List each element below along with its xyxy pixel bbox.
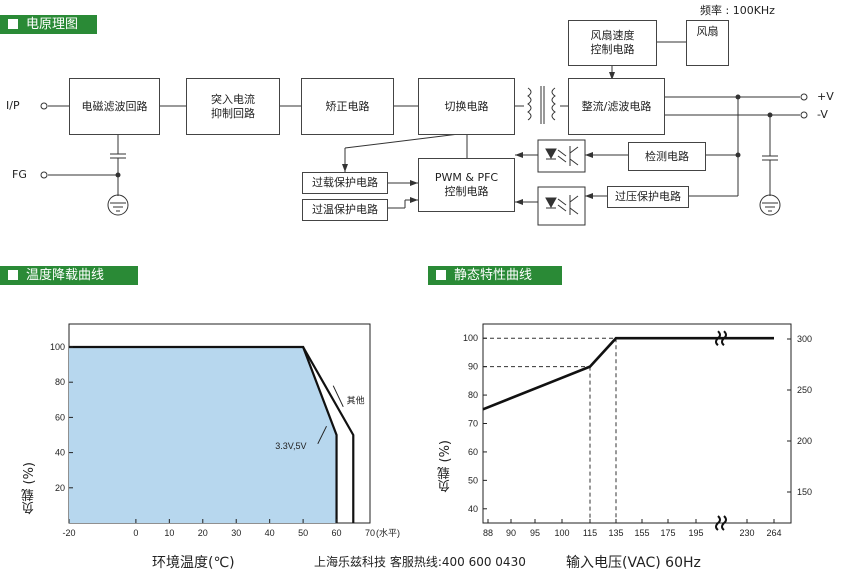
derating-xtick-label: 20 xyxy=(198,528,208,538)
static-xtick-label: 264 xyxy=(766,528,781,538)
static-ytick-left-label: 80 xyxy=(468,390,478,400)
static-xtick-label: 230 xyxy=(739,528,754,538)
static-xtick-label: 155 xyxy=(634,528,649,538)
axis-break-mark xyxy=(715,515,721,531)
derating-xtick-label: 10 xyxy=(164,528,174,538)
derating-ytick-label: 60 xyxy=(55,412,65,422)
overtemp-protect-block: 过温保护电路 xyxy=(302,199,388,221)
static-ytick-right-label: 300 xyxy=(797,334,812,344)
static-xlabel: 输入电压(VAC) 60Hz xyxy=(566,555,701,571)
derating-xtick-label: 30 xyxy=(231,528,241,538)
optocoupler-2 xyxy=(537,186,586,226)
static-ylabel: 负载 (%) xyxy=(438,440,453,493)
overvoltage-protect-block: 过压保护电路 xyxy=(607,186,689,208)
terminal-ip-label: I/P xyxy=(6,99,20,112)
terminal-fg-label: FG xyxy=(12,168,27,181)
derating-label-other: 其他 xyxy=(347,394,365,405)
pwm-pfc-block: PWM & PFC 控制电路 xyxy=(418,158,515,212)
fan-control-block: 风扇速度 控制电路 xyxy=(568,20,657,66)
static-xtick-label: 95 xyxy=(530,528,540,538)
static-ytick-left-label: 60 xyxy=(468,447,478,457)
output-rectifier-block: 整流/滤波电路 xyxy=(568,78,665,135)
derating-series-other xyxy=(302,346,355,523)
static-xtick-label: 115 xyxy=(583,528,597,538)
derating-xtick-label: 0 xyxy=(133,528,138,538)
derating-xtick-label: 60 xyxy=(332,528,342,538)
axis-break-mark xyxy=(721,330,727,347)
static-xtick-label: 100 xyxy=(554,528,569,538)
terminal-pv-label: +V xyxy=(817,90,834,103)
derating-series-3v3-5v xyxy=(69,345,338,523)
overload-protect-block: 过载保护电路 xyxy=(302,172,388,194)
static-ytick-left-label: 40 xyxy=(468,504,478,514)
rectifier-block: 矫正电路 xyxy=(301,78,394,135)
static-xtick-label: 88 xyxy=(483,528,493,538)
static-xtick-label: 195 xyxy=(688,528,703,538)
derating-xtick-label: 40 xyxy=(265,528,275,538)
derating-xtick-label: 50 xyxy=(298,528,308,538)
static-ytick-left-label: 70 xyxy=(468,419,478,429)
static-ytick-left-label: 90 xyxy=(468,362,478,372)
static-ytick-left-label: 50 xyxy=(468,475,478,485)
derating-ytick-label: 20 xyxy=(55,483,65,493)
derating-leader-2 xyxy=(332,385,344,408)
derating-xtick-label: 70 xyxy=(365,528,375,538)
axis-break-mark xyxy=(721,515,727,531)
derating-ytick-label: 40 xyxy=(55,448,65,458)
detect-block: 检测电路 xyxy=(628,142,706,171)
derating-xunit: (水平) xyxy=(376,527,400,538)
switch-block: 切换电路 xyxy=(418,78,515,135)
derating-label-3v3-5v: 3.3V,5V xyxy=(275,441,306,451)
static-ytick-right-label: 200 xyxy=(797,436,812,446)
derating-xtick-label: -20 xyxy=(62,528,75,538)
static-series-line xyxy=(482,336,774,411)
derating-ytick-label: 100 xyxy=(50,342,65,352)
optocoupler-1 xyxy=(537,139,586,173)
derating-ylabel: 负载 (%) xyxy=(22,462,37,515)
static-ytick-right-label: 150 xyxy=(797,487,812,497)
footer-contact: 上海乐兹科技 客服热线:400 600 0430 xyxy=(314,555,526,569)
derating-xlabel: 环境温度(℃) xyxy=(152,555,235,571)
derating-leader-1 xyxy=(317,425,327,445)
static-plot-frame xyxy=(482,323,792,524)
section-header-derating: 温度降载曲线 xyxy=(0,266,138,285)
emi-filter-block: 电磁滤波回路 xyxy=(69,78,160,135)
fan-block: 风扇 xyxy=(686,20,729,66)
inrush-limit-block: 突入电流 抑制回路 xyxy=(186,78,280,135)
frequency-label: 频率 : 100KHz xyxy=(700,4,775,17)
block-diagram-wires xyxy=(40,41,808,226)
section-header-static: 静态特性曲线 xyxy=(428,266,562,285)
derating-ytick-label: 80 xyxy=(55,377,65,387)
axis-break-mark xyxy=(715,330,721,347)
static-ytick-left-label: 100 xyxy=(463,333,478,343)
terminal-nv-label: -V xyxy=(817,108,828,121)
static-xtick-label: 90 xyxy=(506,528,516,538)
static-xtick-label: 135 xyxy=(608,528,623,538)
section-header-block-diagram: 电原理图 xyxy=(0,15,97,34)
derating-area-fill xyxy=(69,347,337,523)
static-xtick-label: 175 xyxy=(660,528,675,538)
static-ytick-right-label: 250 xyxy=(797,385,812,395)
